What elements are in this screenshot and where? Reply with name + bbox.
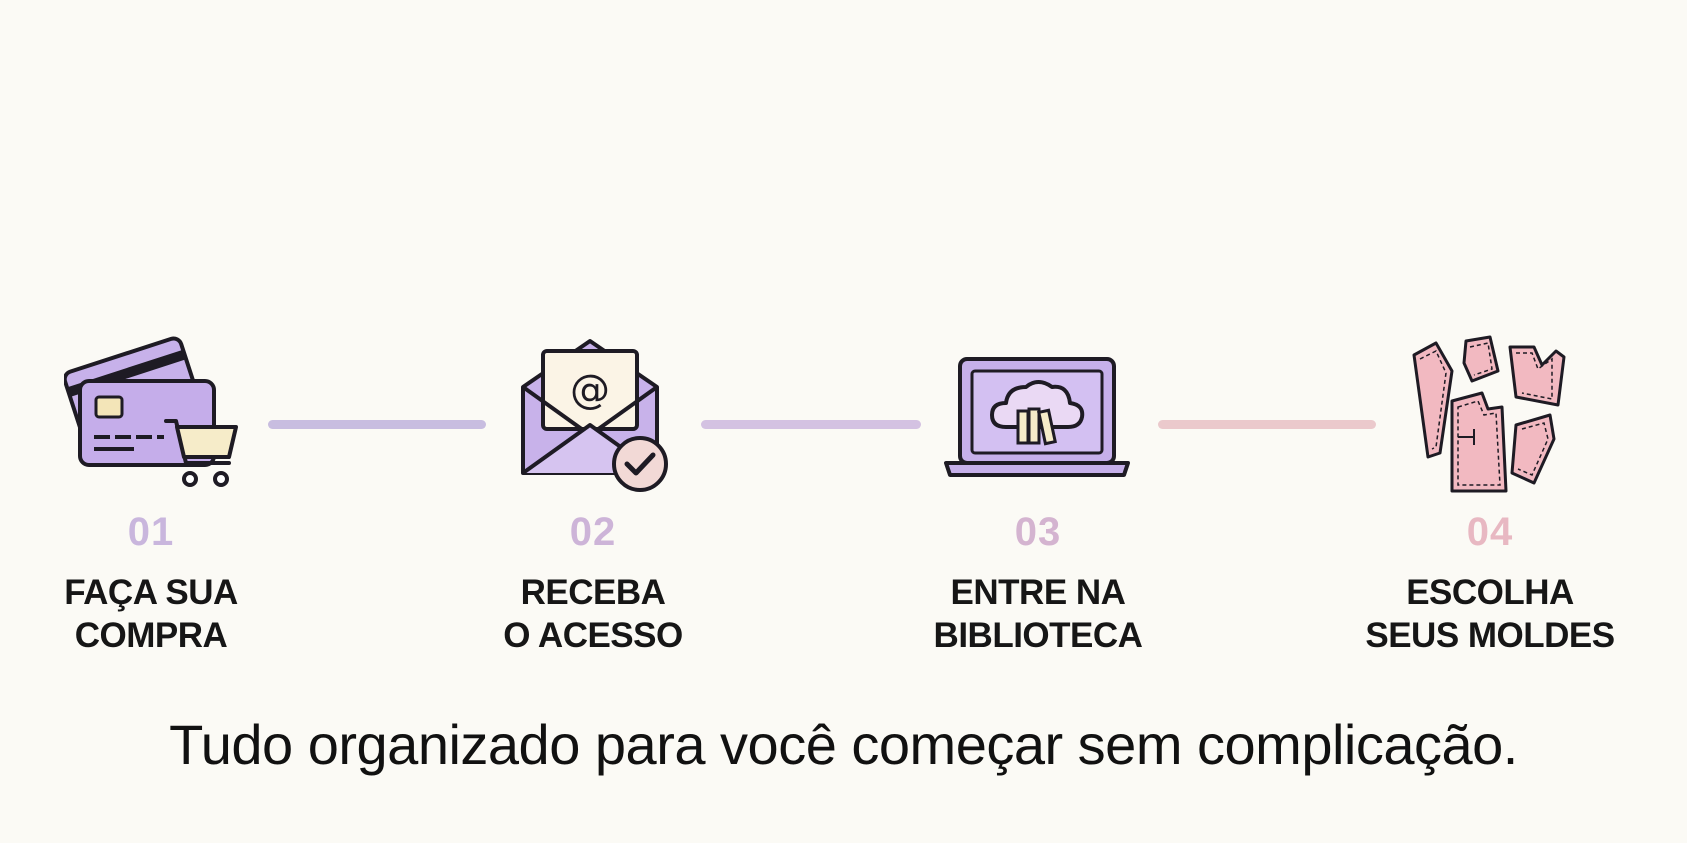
step-title: RECEBA O ACESSO xyxy=(443,571,743,657)
step-title-line-1: FAÇA SUA xyxy=(64,573,238,612)
step-number: 01 xyxy=(127,510,175,554)
svg-text:@: @ xyxy=(570,367,610,413)
credit-card-cart-icon xyxy=(62,333,240,498)
step-number: 04 xyxy=(1466,510,1514,554)
step-number: 03 xyxy=(1014,510,1062,554)
step-title-line-1: ENTRE NA xyxy=(950,573,1126,612)
step-title: FAÇA SUA COMPRA xyxy=(1,571,301,657)
step-title-line-2: O ACESSO xyxy=(503,616,683,655)
tagline: Tudo organizado para você começar sem co… xyxy=(169,713,1518,776)
email-check-icon: @ xyxy=(515,331,675,498)
step-title-line-2: COMPRA xyxy=(74,616,228,655)
connector-line-3-4 xyxy=(1158,420,1376,429)
step-title: ESCOLHA SEUS MOLDES xyxy=(1340,571,1640,657)
step-title-line-1: RECEBA xyxy=(520,573,666,612)
step-title-line-1: ESCOLHA xyxy=(1406,573,1574,612)
laptop-cloud-library-icon xyxy=(944,353,1130,486)
connector-line-1-2 xyxy=(268,420,486,429)
connector-line-2-3 xyxy=(701,420,921,429)
step-number: 02 xyxy=(569,510,617,554)
step-title: ENTRE NA BIBLIOTECA xyxy=(888,571,1188,657)
step-title-line-2: SEUS MOLDES xyxy=(1365,616,1615,655)
step-title-line-2: BIBLIOTECA xyxy=(933,616,1143,655)
sewing-patterns-icon xyxy=(1406,333,1576,498)
